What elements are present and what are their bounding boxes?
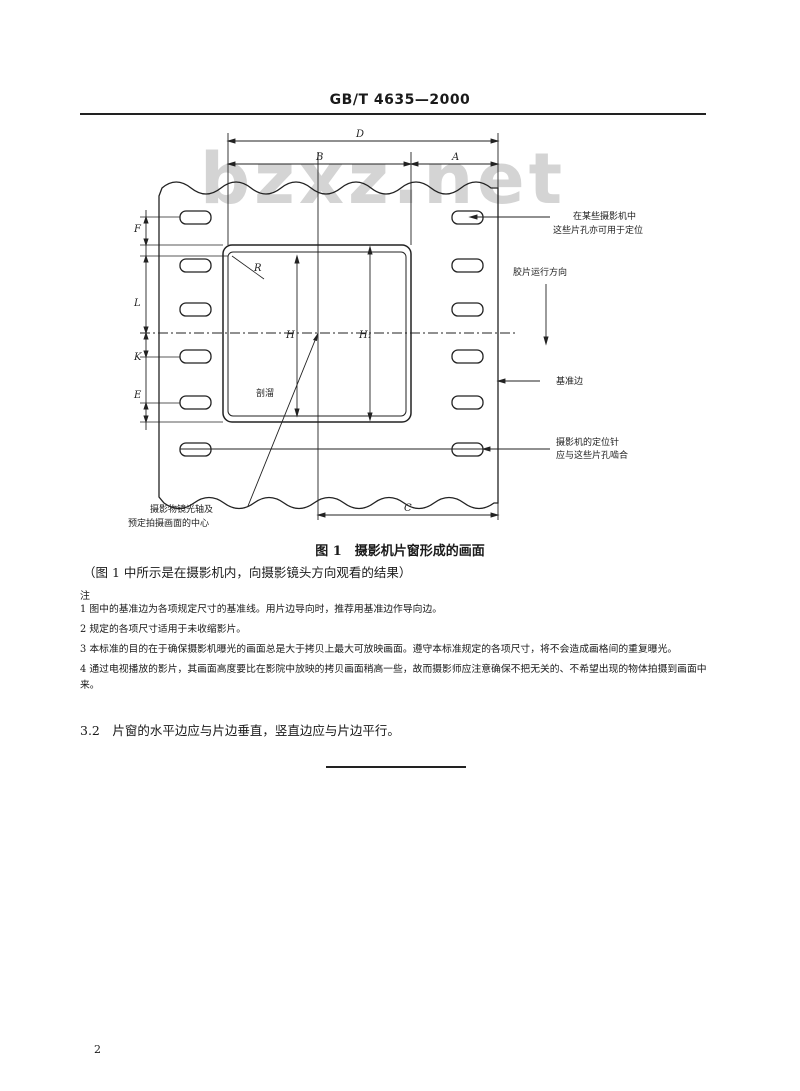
film-strip <box>158 181 499 510</box>
page-number: 2 <box>94 1043 101 1056</box>
figure-subcaption: （图 1 中所示是在摄影机内，向摄影镜头方向观看的结果） <box>83 565 412 580</box>
perforations-right <box>451 210 484 457</box>
note-item: 1 图中的基准边为各项规定尺寸的基准线。用片边导向时，推荐用基准边作导向边。 <box>80 604 443 615</box>
reference-edge-label: 基准边 <box>556 375 583 387</box>
note-item: 2 规定的各项尺寸适用于未收缩影片。 <box>80 624 247 635</box>
dim-label-D: D <box>355 129 364 140</box>
watermark: bzxz.net <box>200 138 567 220</box>
dim-label-E: E <box>133 390 142 401</box>
gate-frame-inner <box>227 251 407 417</box>
note-item: 3 本标准的目的在于确保摄影机曝光的画面总是大于拷贝上最大可放映画面。遵守本标准… <box>80 644 678 655</box>
lens-axis-note-1: 摄影物镜光轴及 <box>150 503 213 515</box>
notes-list: 1 图中的基准边为各项规定尺寸的基准线。用片边导向时，推荐用基准边作导向边。 2… <box>80 602 710 698</box>
lens-axis-note-2: 预定拍摄画面的中心 <box>128 517 209 529</box>
pin-note-1: 摄影机的定位针 <box>556 436 619 448</box>
dim-label-A: A <box>451 152 459 163</box>
figure-caption: 图 1 摄影机片窗形成的画面 <box>315 544 485 559</box>
perforations-left <box>179 210 212 457</box>
dim-label-R: R <box>253 263 262 274</box>
dim-label-H: H <box>285 330 295 341</box>
emulsion-label: 剖溜 <box>256 387 274 399</box>
pin-note-2: 应与这些片孔啮合 <box>556 449 628 461</box>
header-rule <box>80 113 706 115</box>
standard-header: GB/T 4635—2000 <box>329 92 471 108</box>
note-item: 4 通过电视播放的影片，其画面高度要比在影院中放映的拷贝画面稍高一些，故而摄影师… <box>80 664 707 691</box>
notes-label: 注 <box>80 591 90 602</box>
gate-frame-outer <box>222 244 412 423</box>
dim-label-B: B <box>315 152 323 163</box>
end-rule <box>326 766 466 768</box>
dim-label-L: L <box>133 298 141 309</box>
film-direction-label: 胶片运行方向 <box>513 266 567 278</box>
dim-label-K: K <box>133 352 142 363</box>
clause-3-2: 3.2 片窗的水平边应与片边垂直，竖直边应与片边平行。 <box>80 723 400 738</box>
perf-positioning-note-1: 在某些摄影机中 <box>573 210 636 222</box>
dim-label-C: C <box>404 503 412 514</box>
dim-label-H1: H₁ <box>358 330 372 341</box>
perf-positioning-note-2: 这些片孔亦可用于定位 <box>553 224 643 236</box>
dim-label-F: F <box>133 224 142 235</box>
